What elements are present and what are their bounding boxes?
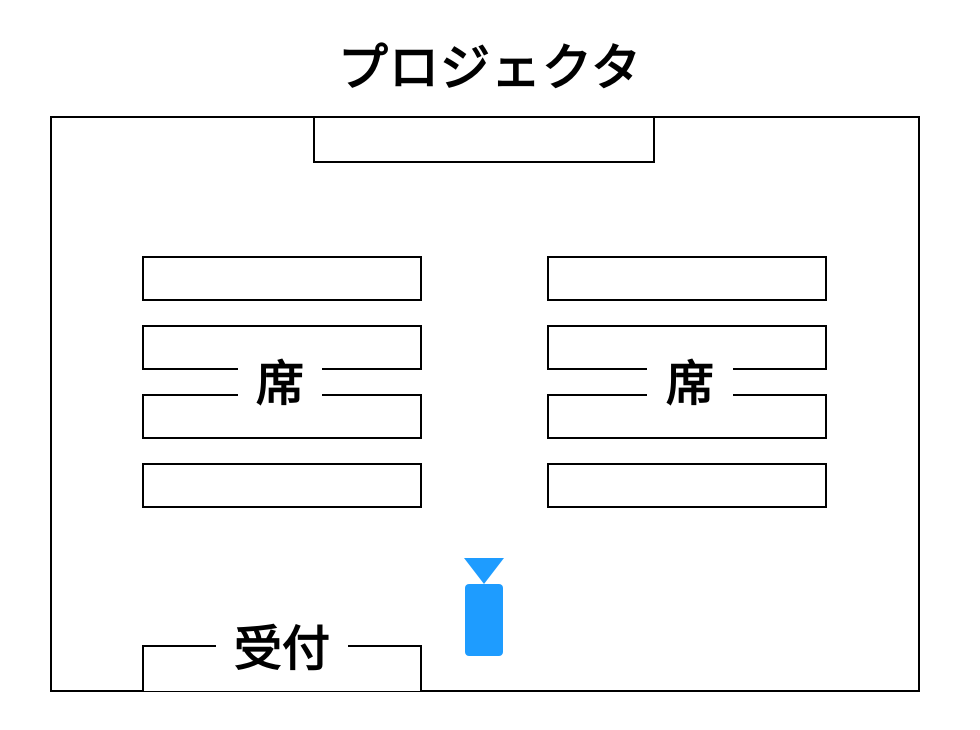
seat-row-right-1 (547, 256, 827, 301)
reception-label: 受付 (216, 621, 348, 677)
person-body-shape (465, 584, 503, 656)
projector-title: プロジェクタ (338, 39, 642, 97)
seat-row-left-1 (142, 256, 422, 301)
person-icon (464, 558, 504, 656)
seat-label-right: 席 (647, 356, 733, 412)
seat-row-left-4 (142, 463, 422, 508)
person-head-shape (464, 558, 504, 584)
seat-row-right-4 (547, 463, 827, 508)
projector-screen (313, 116, 655, 163)
seat-label-left: 席 (238, 356, 322, 412)
